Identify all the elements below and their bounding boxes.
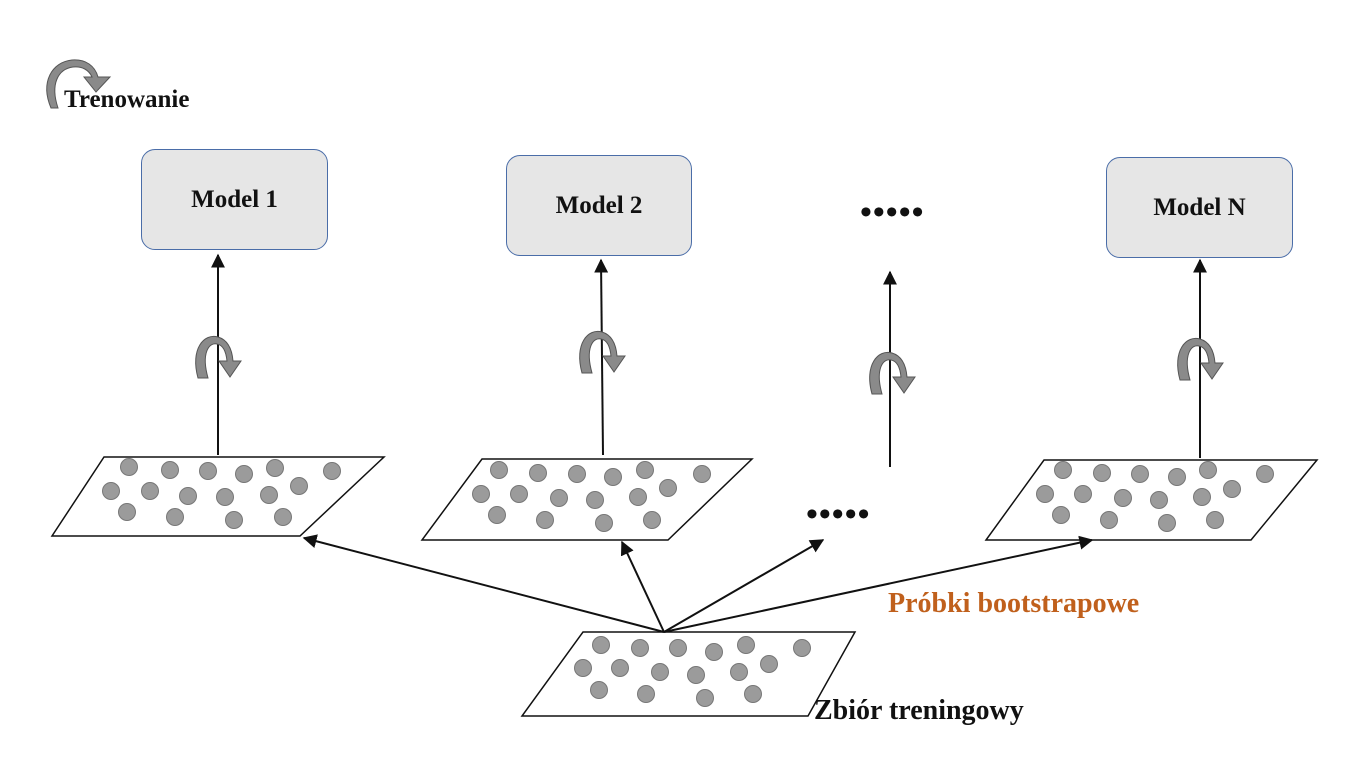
legend-label: Trenowanie — [64, 86, 190, 113]
model-2-label: Model 2 — [555, 191, 643, 219]
bootstrap-sample-2 — [420, 458, 754, 541]
models-ellipsis: ••••• — [860, 194, 925, 231]
bootstrap-sample-1 — [50, 456, 386, 537]
model-1-box: Model 1 — [141, 149, 328, 250]
model-1-label: Model 1 — [191, 185, 278, 213]
model-n-label: Model N — [1153, 193, 1246, 221]
arrow-to-sample-ellipsis — [663, 539, 825, 633]
model-2-box: Model 2 — [506, 155, 692, 256]
arrow-to-sample-1 — [302, 534, 665, 633]
bootstrap-sample-n — [984, 459, 1319, 541]
model-n-box: Model N — [1106, 157, 1293, 258]
training-set — [520, 631, 857, 717]
arrow-up-model-2 — [594, 258, 609, 456]
arrow-to-sample-n — [663, 535, 1094, 633]
samples-ellipsis: ••••• — [806, 496, 871, 533]
bootstrap-samples-label: Próbki bootstrapowe — [888, 588, 1140, 619]
curved-arrow-icon — [869, 351, 916, 395]
training-set-label: Zbiór treningowy — [814, 695, 1024, 726]
arrow-to-sample-2 — [620, 540, 665, 633]
curved-arrow-icon — [46, 59, 112, 109]
